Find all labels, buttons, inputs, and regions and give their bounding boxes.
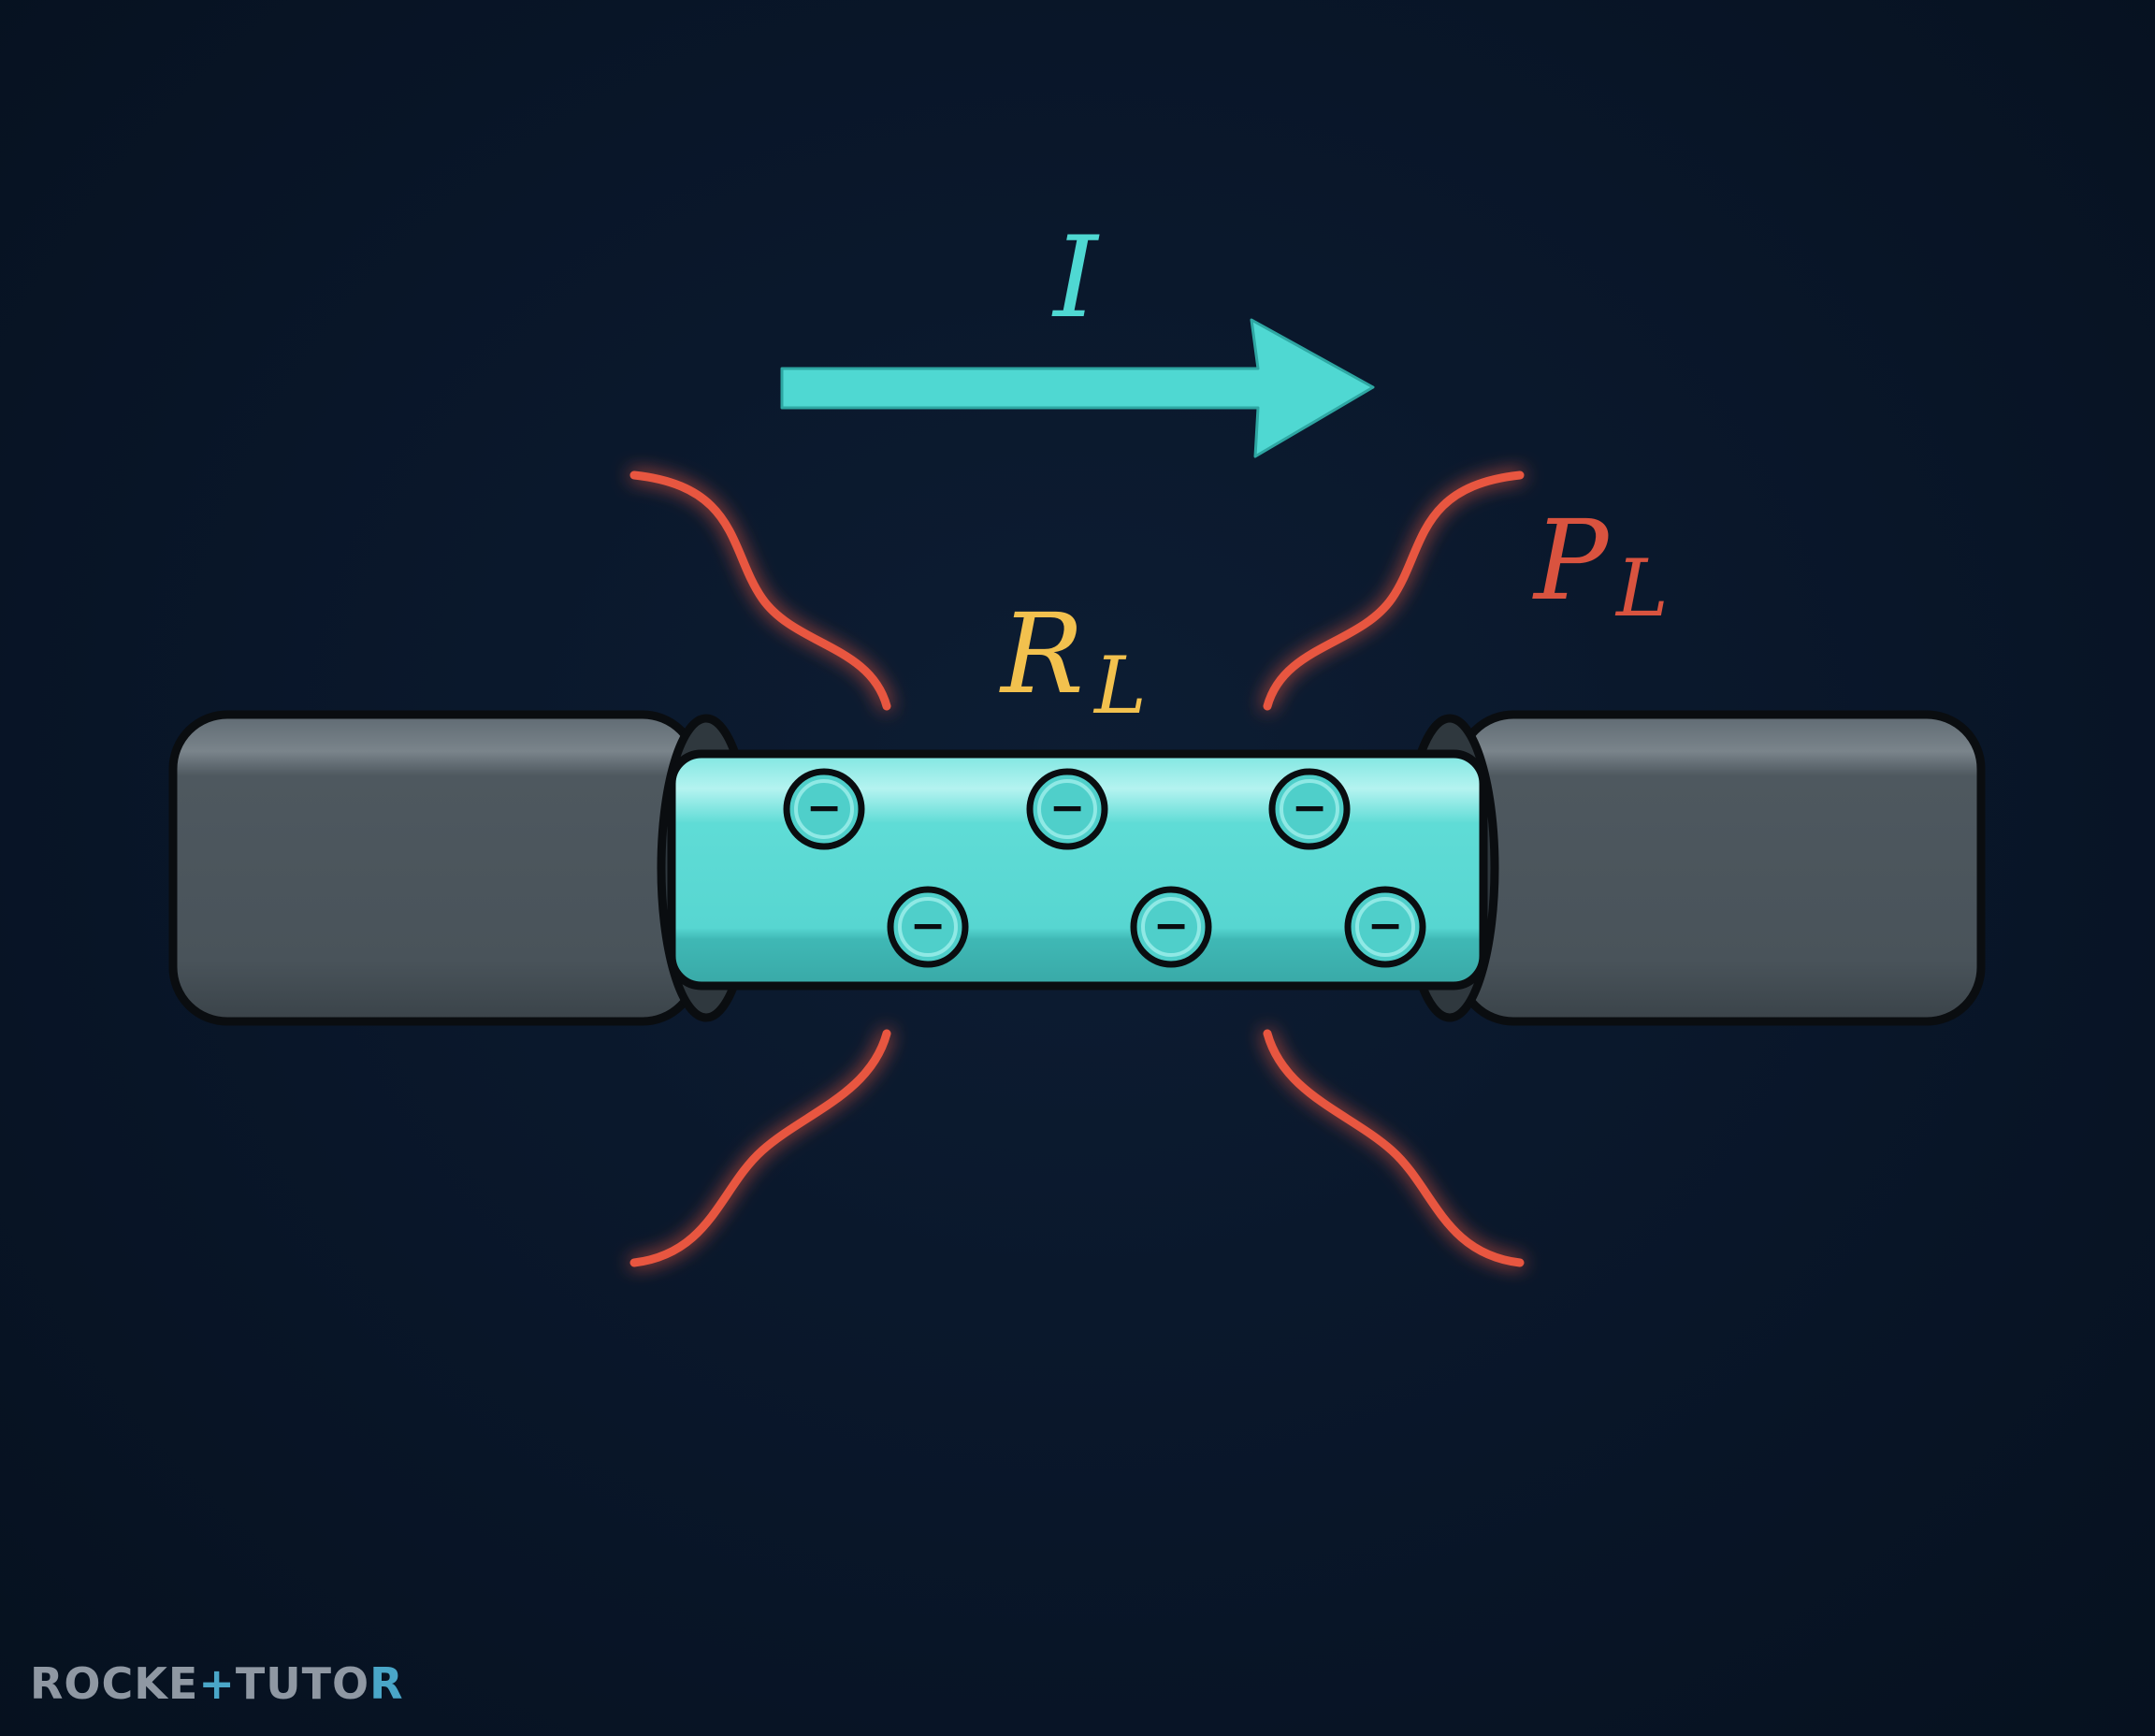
electron-charge: − <box>910 900 947 950</box>
heat-wave-icon <box>1263 470 1525 711</box>
left-wire <box>168 710 756 1026</box>
electron-charge: − <box>1049 782 1086 832</box>
power-label-sub: L <box>1614 542 1669 634</box>
resistance-label-sub: L <box>1092 640 1147 731</box>
electron-icon: − <box>1130 886 1212 968</box>
heat-wave-icon <box>629 1029 891 1267</box>
electron-charge: − <box>1292 782 1328 832</box>
heat-wave-icon <box>629 470 891 711</box>
electron-icon: − <box>887 886 969 968</box>
electron-icon: − <box>783 768 865 850</box>
logo-plus: + <box>198 1658 236 1709</box>
power-label-main: P <box>1532 496 1611 625</box>
current-arrow-icon <box>780 318 1375 458</box>
right-wire <box>1400 710 1986 1026</box>
resistance-label: R L <box>999 589 1147 731</box>
logo-text-part3: R <box>369 1658 404 1709</box>
electron-icon: − <box>1344 886 1426 968</box>
heat-waves <box>629 470 1525 1267</box>
electron-icon: − <box>1268 768 1351 850</box>
power-label: P L <box>1532 496 1669 634</box>
logo-text-part2: TUTO <box>235 1658 370 1709</box>
electron-charge: − <box>1153 900 1190 950</box>
logo-text-part1: ROCKE <box>30 1658 199 1709</box>
electron-charge: − <box>806 782 843 832</box>
electron-icon: − <box>1026 768 1108 850</box>
electrons: − − − − − <box>783 768 1426 968</box>
current-label: I <box>1051 213 1100 343</box>
heat-wave-icon <box>1263 1029 1525 1267</box>
resistance-label-main: R <box>999 589 1084 718</box>
electron-charge: − <box>1367 900 1404 950</box>
